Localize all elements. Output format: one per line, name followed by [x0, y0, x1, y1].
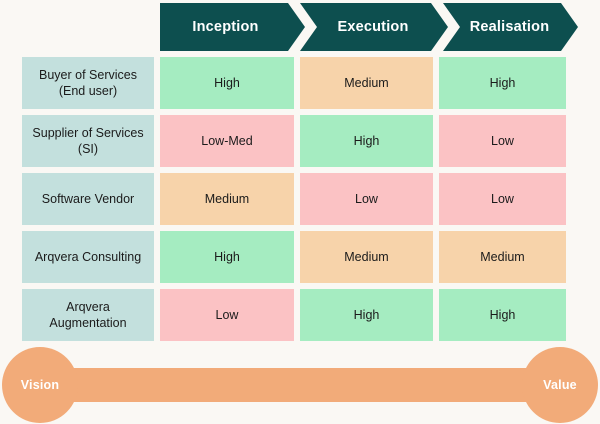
cell-vendor-realisation: Low [439, 173, 566, 225]
phase-header-execution: Execution [300, 3, 448, 51]
row-label-arqvera-consulting: Arqvera Consulting [22, 231, 154, 283]
phase-header-inception-label: Inception [192, 18, 259, 35]
row-label-software-vendor: Software Vendor [22, 173, 154, 225]
phase-header-band: Inception Execution Realisation [160, 3, 578, 51]
cell-augmentation-execution: High [300, 289, 433, 341]
table-row: Arqvera Consulting High Medium Medium [0, 231, 600, 283]
table-row: Buyer of Services (End user) High Medium… [0, 57, 600, 109]
row-label-supplier-of-services: Supplier of Services (SI) [22, 115, 154, 167]
vision-to-value-bar: Vision Value [0, 347, 600, 424]
row-label-buyer-of-services: Buyer of Services (End user) [22, 57, 154, 109]
cell-buyer-execution: Medium [300, 57, 433, 109]
journey-node-value-label: Value [543, 378, 577, 392]
cell-supplier-realisation: Low [439, 115, 566, 167]
cell-vendor-inception: Medium [160, 173, 294, 225]
cell-supplier-inception: Low-Med [160, 115, 294, 167]
table-row: Arqvera Augmentation Low High High [0, 289, 600, 341]
cell-consulting-inception: High [160, 231, 294, 283]
cell-supplier-execution: High [300, 115, 433, 167]
row-label-arqvera-augmentation: Arqvera Augmentation [22, 289, 154, 341]
phase-header-inception: Inception [160, 3, 305, 51]
table-row: Supplier of Services (SI) Low-Med High L… [0, 115, 600, 167]
table-row: Software Vendor Medium Low Low [0, 173, 600, 225]
phase-header-execution-label: Execution [337, 18, 409, 35]
journey-node-vision-label: Vision [20, 378, 60, 392]
journey-node-vision: Vision [2, 347, 78, 423]
phase-header-realisation: Realisation [443, 3, 578, 51]
journey-connector [38, 368, 562, 402]
phase-header-realisation-label: Realisation [469, 18, 550, 35]
cell-augmentation-inception: Low [160, 289, 294, 341]
cell-consulting-realisation: Medium [439, 231, 566, 283]
cell-vendor-execution: Low [300, 173, 433, 225]
cell-buyer-realisation: High [439, 57, 566, 109]
cell-buyer-inception: High [160, 57, 294, 109]
cell-consulting-execution: Medium [300, 231, 433, 283]
journey-node-value: Value [522, 347, 598, 423]
cell-augmentation-realisation: High [439, 289, 566, 341]
